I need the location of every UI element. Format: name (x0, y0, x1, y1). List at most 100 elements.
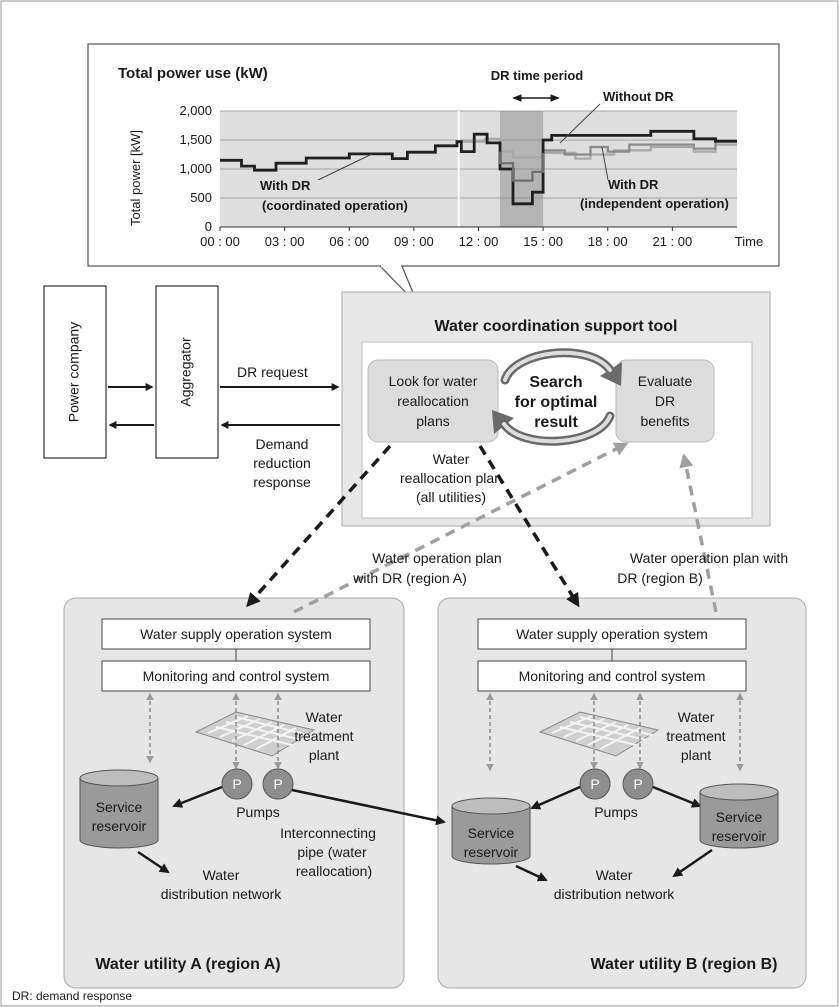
look-label-1: Look for water (389, 373, 478, 389)
utility-a-pump-2-label: P (273, 776, 282, 792)
independent-label-2: (independent operation) (580, 196, 729, 211)
utility-b-pump-2-label: P (633, 776, 642, 792)
evaluate-label-2: DR (655, 393, 675, 409)
x-tick-label: 18 : 00 (588, 234, 628, 249)
x-tick-label: 09 : 00 (394, 234, 434, 249)
coordinated-leader (317, 153, 373, 181)
utility-b-reservoir-1-to-network (515, 864, 548, 882)
utility-a-title: Water utility A (region A) (95, 956, 280, 973)
x-tick-label: 21 : 00 (652, 234, 692, 249)
y-tick-label: 500 (190, 190, 212, 205)
chart-panel: Total power use (kW) Total power [kW] 05… (87, 43, 780, 306)
search-label-2: for optimal (515, 394, 598, 411)
utility-b-supply-system-box (477, 618, 747, 650)
utility-b-pump-1-icon (579, 768, 611, 800)
utility-b-plant-label-3: plant (681, 747, 711, 763)
aggregator-box (155, 285, 219, 459)
look-for-plans-box (367, 359, 499, 443)
search-label-1: Search (529, 374, 582, 391)
utility-a-pump-to-reservoir (172, 785, 223, 808)
look-label-3: plans (416, 413, 449, 429)
utility-b-plant-label-1: Water (678, 709, 715, 725)
y-tick-label: 2,000 (179, 103, 212, 118)
utility-b-supply-system: Water supply operation system (516, 626, 708, 642)
chart-title: Total power use (kW) (118, 65, 268, 82)
utility-b-network-label-1: Water (596, 867, 633, 883)
x-tick-label: 00 : 00 (200, 234, 240, 249)
power-company-label: Power company (66, 322, 82, 422)
utility-a-plant-label-1: Water (306, 709, 343, 725)
op-plan-a-label-2: with DR (region A) (352, 570, 467, 586)
utility-b-reservoir-2-label-2: reservoir (712, 828, 767, 844)
utility-b-reservoir-2-to-network (672, 848, 713, 878)
utility-b-pump-to-reservoir-1 (530, 785, 581, 810)
utility-a-reservoir-to-network (137, 850, 170, 874)
independent-leader (601, 146, 609, 181)
evaluate-label-3: benefits (640, 413, 689, 429)
interconnecting-pipe (291, 788, 446, 826)
gridlines (220, 110, 737, 227)
coordinated-label-1: With DR (260, 178, 311, 193)
utility-a-treatment-plant-icon (194, 711, 316, 757)
utility-a-network-label-1: Water (203, 867, 240, 883)
op-plan-a-label-1: Water operation plan (372, 550, 501, 566)
plan-arrow-to-b (478, 445, 580, 608)
utility-b-pumps-label: Pumps (594, 804, 638, 820)
without-dr-leader (559, 103, 601, 144)
x-tick-label: 06 : 00 (329, 234, 369, 249)
power-company-box (43, 285, 107, 459)
feedback-arrow-from-b (679, 453, 718, 613)
x-tick-label: 03 : 00 (265, 234, 305, 249)
demand-reduction-label-3: response (253, 474, 311, 490)
realloc-label-3: (all utilities) (416, 489, 486, 505)
utility-b-reservoir-1-icon (451, 797, 531, 865)
interconnect-label-3: reallocation) (296, 863, 372, 879)
utility-b-reservoir-2-label-1: Service (716, 809, 763, 825)
utility-b-reservoir-1-label-2: reservoir (464, 844, 519, 860)
utility-b-reservoir-1-label-1: Service (468, 825, 515, 841)
utility-a-pump-2-icon (262, 768, 294, 800)
utility-b-plant-label-2: treatment (666, 728, 725, 744)
op-plan-b-label-2: DR (region B) (617, 570, 703, 586)
footnote: DR: demand response (12, 989, 132, 1003)
realloc-label-2: reallocation plan (400, 470, 502, 486)
dr-period-label: DR time period (491, 68, 584, 83)
feedback-arrow-from-a (293, 442, 629, 614)
op-plan-b-label-1: Water operation plan with (630, 550, 788, 566)
utility-a-reservoir-label-1: Service (96, 799, 143, 815)
demand-reduction-label-2: reduction (253, 455, 311, 471)
dr-request-label: DR request (237, 364, 308, 380)
utility-a-supply-system-box (101, 618, 371, 650)
without-dr-label: Without DR (603, 89, 674, 104)
utility-a-pumps-label: Pumps (236, 804, 280, 820)
y-tick-label: 1,000 (179, 161, 212, 176)
series-line-1 (543, 140, 737, 156)
coordinated-label-2: (coordinated operation) (262, 198, 408, 213)
demand-reduction-label-1: Demand (256, 436, 309, 452)
evaluate-benefits-box (615, 359, 715, 443)
x-tick-label: 12 : 00 (459, 234, 499, 249)
plan-arrow-to-a (246, 444, 392, 608)
utility-a-supply-system: Water supply operation system (140, 626, 332, 642)
utility-b-monitoring-system: Monitoring and control system (519, 668, 706, 684)
independent-label-1: With DR (608, 177, 659, 192)
utility-b-pump-1-label: P (590, 776, 599, 792)
utility-b-network-label-2: distribution network (554, 886, 676, 902)
utility-a-monitoring-system: Monitoring and control system (143, 668, 330, 684)
utility-b: Water supply operation system Monitoring… (451, 618, 779, 973)
search-label-3: result (534, 414, 578, 431)
utility-a-plant-label-3: plant (309, 747, 339, 763)
utility-a-plant-label-2: treatment (294, 728, 353, 744)
y-tick-label: 0 (205, 219, 212, 234)
utility-a-pump-1-icon (221, 768, 253, 800)
interconnect-label-2: pipe (water (297, 844, 367, 860)
utility-a-monitoring-box (101, 660, 371, 692)
search-cycle-arrows (492, 348, 622, 446)
utility-b-panel (437, 597, 807, 989)
utility-a-pump-1-label: P (232, 776, 241, 792)
series-line-3 (498, 151, 545, 182)
x-axis-label: Time (735, 234, 763, 249)
tool-title: Water coordination support tool (435, 318, 678, 335)
